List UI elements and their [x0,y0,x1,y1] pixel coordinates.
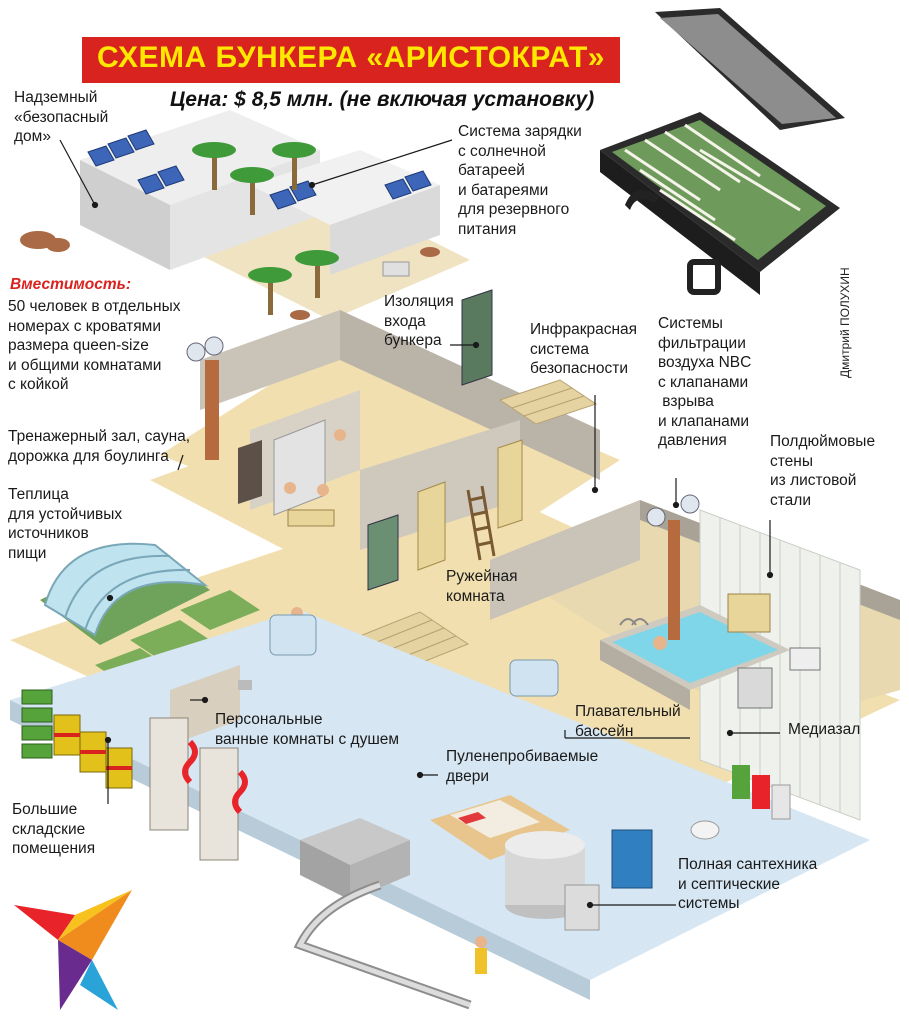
generator-icon [149,717,472,1010]
price-text: Цена: $ 8,5 млн. (не включая установку) [170,88,595,111]
barrel-icon [53,714,133,789]
label-steel-walls: Полдюймовые стены из листовой стали [770,433,876,509]
label-greenhouse: Теплица для устойчивых источников пищи [8,486,123,562]
nbc-filter-pipes [186,336,700,640]
label-entrance: Изоляция входа бункера [384,293,454,349]
label-solar: Система зарядки с солнечной батареей и б… [458,123,582,238]
ladder-icon [466,485,496,561]
basement [10,610,870,1010]
label-nbc: Системы фильтрации воздуха NBC с клапана… [658,315,752,449]
label-plumbing: Полная сантехника и септические системы [678,856,818,912]
bird-logo-icon [14,890,132,1010]
palm-tree-icon [192,142,339,315]
label-gym: Тренажерный зал, сауна, дорожка для боул… [8,428,191,465]
label-bulletproof-doors: Пуленепробиваемые двери [446,748,599,785]
author-credit: Дмитрий ПОЛУХИН [838,267,852,378]
page-title: СХЕМА БУНКЕРА «АРИСТОКРАТ» [97,41,605,74]
briefcase-money-icon [600,8,845,295]
label-pool: Плавательный бассейн [575,703,681,740]
label-gun-room: Ружейная комната [446,568,518,605]
label-storage: Большие складские помещения [12,801,96,857]
label-capacity-head: Вместимость: [10,276,132,293]
leader-lines [59,139,780,909]
safe-house [20,110,470,320]
label-bathrooms: Персональные ванные комнаты с душем [215,711,400,748]
label-media-room: Медиазал [788,721,861,738]
title-banner [82,37,620,83]
label-capacity: 50 человек в отдельных номерах с кроватя… [8,298,181,393]
label-infrared: Инфракрасная система безопасности [530,321,638,377]
label-safe-house: Надземный «безопасный дом» [14,89,109,145]
